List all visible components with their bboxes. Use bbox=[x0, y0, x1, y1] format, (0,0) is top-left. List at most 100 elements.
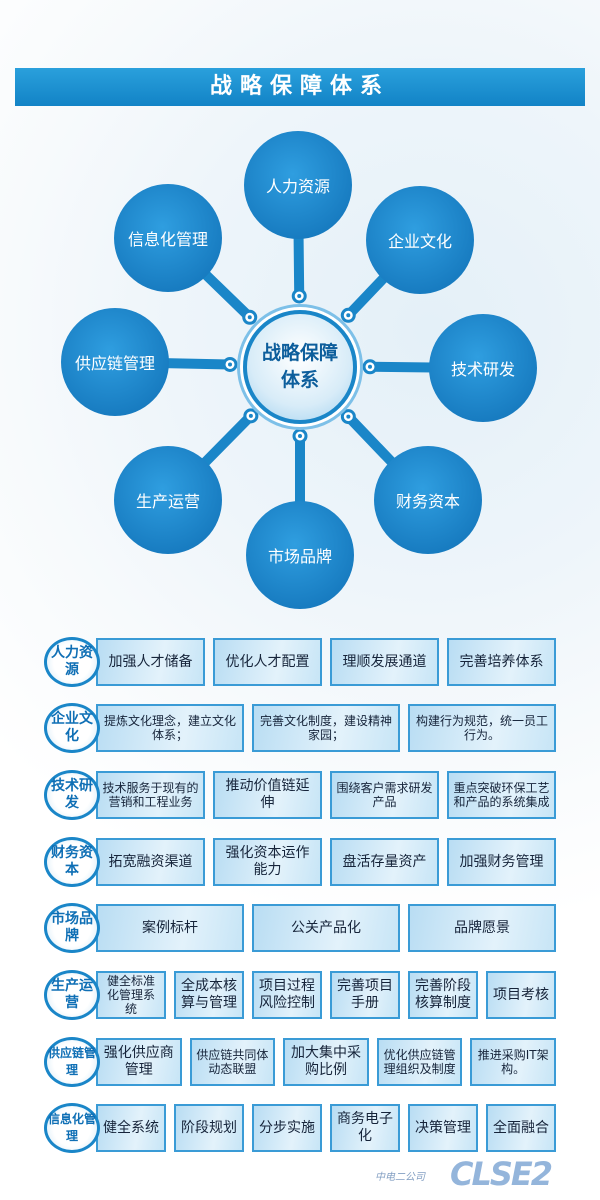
petal-circle: 生产运营 bbox=[114, 446, 222, 554]
category-row: 市场品牌 案例标杆 公关产品化 品牌愿景 bbox=[44, 903, 556, 953]
item-box: 阶段规划 bbox=[174, 1104, 244, 1152]
item-boxes: 拓宽融资渠道 强化资本运作能力 盘活存量资产 加强财务管理 bbox=[96, 838, 556, 886]
item-boxes: 健全系统阶段规划分步实施 商务电子化 决策管理 全面融合 bbox=[96, 1104, 556, 1152]
item-text: 推进采购IT架构。 bbox=[477, 1048, 549, 1076]
connector-node-dot bbox=[346, 313, 351, 318]
petal-circle: 人力资源 bbox=[244, 131, 352, 239]
item-text: 健全标准化管理系统 bbox=[106, 974, 155, 1016]
connector bbox=[343, 411, 399, 469]
diagram-connectors bbox=[159, 229, 439, 510]
item-box: 围绕客户需求研发产品 bbox=[330, 771, 439, 819]
category-row: 企业文化提炼文化理念，建立文化体系； 完善文化制度，建设精神家园； 构建行为规范，统… bbox=[44, 703, 556, 753]
item-box: 品牌愿景 bbox=[408, 904, 556, 952]
item-box: 完善文化制度，建设精神家园； bbox=[252, 704, 400, 752]
item-text: 品牌愿景 bbox=[454, 919, 510, 936]
row-label: 技术研发 bbox=[44, 770, 100, 820]
connector bbox=[198, 410, 256, 470]
item-box: 提炼文化理念，建立文化体系； bbox=[96, 704, 244, 752]
item-box: 全成本核算与管理 bbox=[174, 971, 244, 1019]
item-text: 盘活存量资产 bbox=[342, 853, 427, 870]
company-logo: CLSE2 bbox=[450, 1155, 553, 1193]
item-text: 提炼文化理念，建立文化体系； bbox=[103, 714, 236, 742]
item-text: 分步实施 bbox=[259, 1119, 315, 1136]
connector-node-dot bbox=[247, 315, 252, 320]
item-boxes: 强化供应商管理供应链共同体动态联盟加大集中采购比例优化供应链管理组织及制度推进采… bbox=[96, 1038, 556, 1086]
item-box: 推进采购IT架构。 bbox=[470, 1038, 556, 1086]
category-row: 供应链管理强化供应商管理供应链共同体动态联盟加大集中采购比例优化供应链管理组织及… bbox=[44, 1037, 556, 1087]
item-box: 公关产品化 bbox=[252, 904, 400, 952]
item-text: 加大集中采购比例 bbox=[290, 1045, 361, 1078]
connector-node-dot bbox=[367, 364, 372, 369]
petal-circle: 信息化管理 bbox=[114, 184, 222, 292]
petal-circle: 市场品牌 bbox=[246, 501, 354, 609]
item-text: 全面融合 bbox=[493, 1119, 549, 1136]
item-text: 供应链共同体动态联盟 bbox=[196, 1048, 269, 1076]
item-text: 技术服务于现有的营销和工程业务 bbox=[102, 781, 199, 809]
connector-node-dot bbox=[298, 434, 302, 438]
item-text: 项目考核 bbox=[493, 986, 549, 1003]
item-box: 分步实施 bbox=[252, 1104, 322, 1152]
item-text: 构建行为规范，统一员工行为。 bbox=[415, 714, 548, 742]
item-box: 优化供应链管理组织及制度 bbox=[376, 1038, 463, 1086]
connector bbox=[364, 361, 439, 373]
item-text: 商务电子化 bbox=[337, 1111, 393, 1144]
item-box: 强化供应商管理 bbox=[96, 1038, 182, 1086]
item-box: 项目考核 bbox=[486, 971, 556, 1019]
row-label: 财务资本 bbox=[44, 837, 100, 887]
item-text: 公关产品化 bbox=[291, 919, 361, 936]
item-boxes: 提炼文化理念，建立文化体系； 完善文化制度，建设精神家园； 构建行为规范，统一员工行… bbox=[96, 704, 556, 752]
item-text: 全成本核算与管理 bbox=[181, 978, 237, 1011]
petal-circle: 技术研发 bbox=[429, 314, 537, 422]
item-text: 完善项目手册 bbox=[337, 978, 393, 1011]
item-text: 项目过程风险控制 bbox=[259, 978, 315, 1011]
connector bbox=[293, 229, 305, 302]
item-text: 加强人才储备 bbox=[108, 653, 193, 670]
item-box: 项目过程风险控制 bbox=[252, 971, 322, 1019]
category-row: 财务资本拓宽融资渠道 强化资本运作能力 盘活存量资产 加强财务管理 bbox=[44, 837, 556, 887]
item-text: 强化资本运作能力 bbox=[225, 845, 310, 878]
category-row: 信息化管理健全系统阶段规划分步实施 商务电子化 决策管理 全面融合 bbox=[44, 1103, 556, 1153]
item-boxes: 加强人才储备优化人才配置理顺发展通道完善培养体系 bbox=[96, 638, 556, 686]
item-text: 强化供应商管理 bbox=[103, 1045, 174, 1078]
connector bbox=[159, 358, 236, 370]
item-box: 健全系统 bbox=[96, 1104, 166, 1152]
connector-node-dot bbox=[346, 414, 351, 419]
row-label: 供应链管理 bbox=[44, 1037, 100, 1087]
item-text: 完善培养体系 bbox=[459, 653, 544, 670]
category-row: 生产运营健全标准化管理系统全成本核算与管理项目过程风险控制完善项目手册完善阶段核… bbox=[44, 970, 556, 1020]
item-box: 加强人才储备 bbox=[96, 638, 205, 686]
item-box: 重点突破环保工艺和产品的系统集成 bbox=[447, 771, 556, 819]
connector-node-dot bbox=[228, 362, 233, 367]
item-text: 围绕客户需求研发产品 bbox=[336, 781, 433, 809]
item-box: 加强财务管理 bbox=[447, 838, 556, 886]
item-text: 健全系统 bbox=[103, 1119, 159, 1136]
row-label: 信息化管理 bbox=[44, 1103, 100, 1153]
item-boxes: 技术服务于现有的营销和工程业务推动价值链延伸围绕客户需求研发产品重点突破环保工艺… bbox=[96, 771, 556, 819]
hub-circle: 战略保障体系 bbox=[243, 310, 357, 424]
item-box: 健全标准化管理系统 bbox=[96, 971, 166, 1019]
item-box: 全面融合 bbox=[486, 1104, 556, 1152]
row-label: 企业文化 bbox=[44, 703, 100, 753]
item-box: 商务电子化 bbox=[330, 1104, 400, 1152]
item-text: 完善阶段核算制度 bbox=[415, 978, 471, 1011]
row-label: 市场品牌 bbox=[44, 903, 100, 953]
item-text: 案例标杆 bbox=[142, 919, 198, 936]
row-label: 人力资源 bbox=[44, 637, 100, 687]
item-box: 完善阶段核算制度 bbox=[408, 971, 478, 1019]
category-row: 人力资源加强人才储备优化人才配置理顺发展通道完善培养体系 bbox=[44, 637, 556, 687]
connector-node-dot bbox=[248, 413, 253, 418]
item-boxes: 健全标准化管理系统全成本核算与管理项目过程风险控制完善项目手册完善阶段核算制度 项… bbox=[96, 971, 556, 1019]
item-box: 加大集中采购比例 bbox=[283, 1038, 369, 1086]
company-logo-subtitle: 中电二公司 bbox=[375, 1172, 425, 1183]
item-box: 推动价值链延伸 bbox=[213, 771, 322, 819]
item-box: 决策管理 bbox=[408, 1104, 478, 1152]
item-text: 决策管理 bbox=[415, 1119, 471, 1136]
item-text: 拓宽融资渠道 bbox=[108, 853, 193, 870]
item-text: 加强财务管理 bbox=[459, 853, 544, 870]
item-text: 推动价值链延伸 bbox=[225, 778, 310, 811]
item-text: 优化人才配置 bbox=[225, 653, 310, 670]
page-title: 战略保障体系 bbox=[15, 68, 585, 106]
row-label: 生产运营 bbox=[44, 970, 100, 1020]
item-box: 构建行为规范，统一员工行为。 bbox=[408, 704, 556, 752]
item-box: 完善培养体系 bbox=[447, 638, 556, 686]
